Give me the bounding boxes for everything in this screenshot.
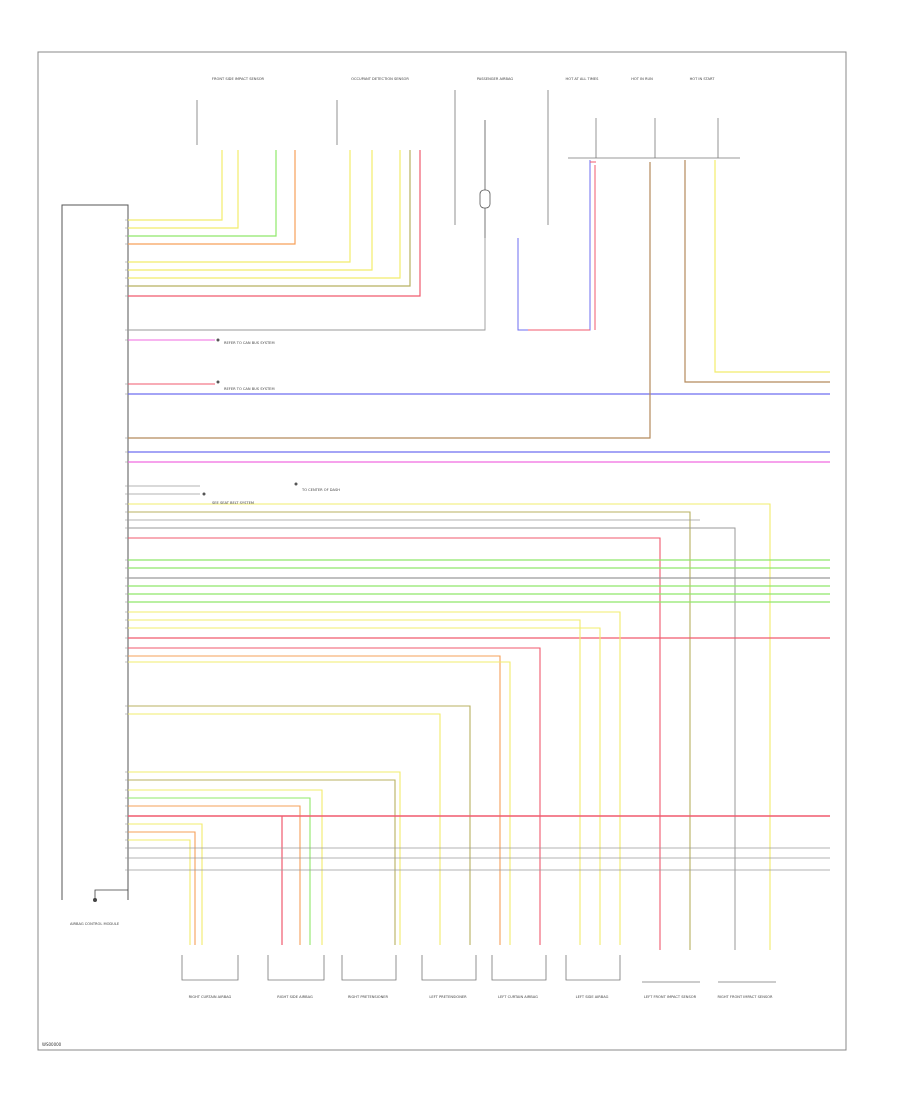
wire-group [94,118,830,950]
wire [128,823,203,945]
component-outline [421,955,477,981]
wire [128,503,771,950]
control-module-label: AIRBAG CONTROL MODULE [70,922,120,926]
bottom-component-label: LEFT SIDE AIRBAG [576,995,609,999]
bottom-component-label: LEFT FRONT IMPACT SENSOR [644,995,697,999]
wire [128,150,277,237]
wire [128,611,621,945]
component-outline [341,955,397,981]
wire [128,150,401,279]
bottom-component-label: RIGHT PRETENSIONER [348,995,389,999]
passenger-airbag-squib [479,120,491,238]
bottom-components: RIGHT CURTAIN AIRBAG RIGHT SIDE AIRBAG R… [181,955,776,999]
wire [128,150,411,287]
wire [128,839,191,945]
pin-labels [125,219,128,871]
notes: REFER TO CAN BUS SYSTEM REFER TO CAN BUS… [202,338,340,505]
wire [128,150,351,263]
component-outline [565,955,621,981]
wire [128,537,661,950]
control-module-box [61,204,129,900]
reference-code: WS00000 [42,1042,62,1047]
bottom-component-label: RIGHT CURTAIN AIRBAG [189,995,232,999]
wire [128,511,691,950]
top-component-label: PASSENGER AIRBAG [477,77,513,81]
component-outline [491,955,547,981]
wire [128,627,601,945]
top-component-label: HOT IN START [690,77,716,81]
wire [128,619,581,945]
top-component-label: FRONT SIDE IMPACT SENSOR [212,77,265,81]
top-component-label: HOT IN RUN [631,77,653,81]
note-text: REFER TO CAN BUS SYSTEM [224,341,275,345]
wire [128,150,296,245]
wire [128,789,323,945]
wire [94,889,128,900]
ground-point [93,898,97,902]
wire [128,713,441,945]
wire [128,527,736,950]
wire [128,150,421,297]
diagram-border [37,51,847,1051]
note-text: SEE SEAT BELT SYSTEM [212,501,254,505]
wire [128,238,486,331]
wire [128,771,401,945]
component-outline [267,955,325,981]
note-text: REFER TO CAN BUS SYSTEM [224,387,275,391]
wire [128,655,501,945]
note-text: TO CENTER OF DASH [301,488,340,492]
wire [128,831,196,945]
bottom-component-label: LEFT CURTAIN AIRBAG [498,995,538,999]
wire [128,797,311,945]
bottom-component-label: LEFT PRETENSIONER [429,995,467,999]
bottom-component-label: RIGHT SIDE AIRBAG [277,995,313,999]
wire [128,705,471,945]
wire [517,160,591,331]
wire [128,162,651,439]
wire [684,160,830,383]
wire [714,160,830,373]
wire [128,779,396,945]
top-component-outlines [196,90,740,225]
wire [128,661,511,945]
component-outline [181,955,239,981]
wire [128,150,223,221]
wire [128,647,541,945]
bottom-component-label: RIGHT FRONT IMPACT SENSOR [718,995,773,999]
wire [128,150,373,271]
top-component-labels: FRONT SIDE IMPACT SENSOR OCCUPANT DETECT… [212,77,715,81]
top-component-label: HOT AT ALL TIMES [566,77,600,81]
wire [128,150,239,229]
wire [128,805,301,945]
top-component-label: OCCUPANT DETECTION SENSOR [351,77,409,81]
